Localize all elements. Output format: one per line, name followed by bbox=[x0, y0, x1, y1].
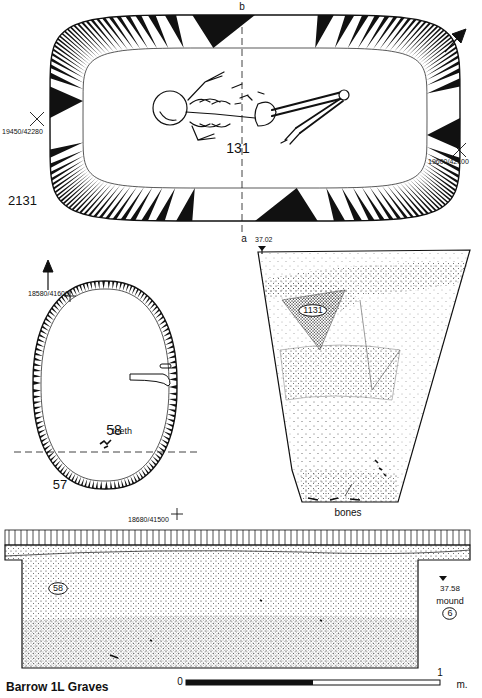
spot-height: 37.02 bbox=[255, 236, 273, 243]
grave-edge bbox=[50, 15, 460, 221]
ellipse-line bbox=[443, 607, 457, 619]
ellipse-line bbox=[299, 304, 327, 316]
grave-edge bbox=[33, 281, 177, 489]
hachure bbox=[50, 15, 460, 221]
grid-coordinate: 19600/42100 bbox=[428, 158, 469, 165]
layer-ellipse: 58 bbox=[48, 582, 68, 595]
grave-base bbox=[83, 48, 427, 188]
figure-caption: Barrow 1L Graves bbox=[6, 681, 109, 693]
grave-number: 2131 bbox=[8, 194, 37, 207]
grid-coordinate: 19450/42280 bbox=[2, 128, 43, 135]
scale-unit: m. bbox=[456, 680, 467, 690]
layer-ellipse: 6 bbox=[442, 607, 457, 620]
grid-coordinate: 18580/41600 bbox=[28, 290, 69, 297]
find-label: teeth bbox=[112, 427, 132, 436]
scale-number: 1 bbox=[437, 668, 443, 678]
skeleton-number: 131 bbox=[226, 141, 249, 155]
hachure bbox=[33, 281, 177, 489]
ellipse-line bbox=[49, 582, 68, 594]
grid-coordinate: 18680/41500 bbox=[128, 516, 169, 523]
scale-number: 0 bbox=[177, 677, 183, 687]
layer-ellipse: 1131 bbox=[298, 304, 327, 317]
layer-number: 58 bbox=[53, 584, 63, 593]
section-letter: a bbox=[241, 234, 247, 244]
layer-name: mound bbox=[436, 597, 464, 606]
spot-height: 37.58 bbox=[440, 585, 460, 593]
grave-number: 57 bbox=[53, 478, 67, 491]
find-label: bones bbox=[334, 508, 361, 518]
section-letter: b bbox=[239, 2, 245, 12]
layer-number: 6 bbox=[447, 609, 452, 618]
layer-number: 1131 bbox=[303, 306, 322, 315]
